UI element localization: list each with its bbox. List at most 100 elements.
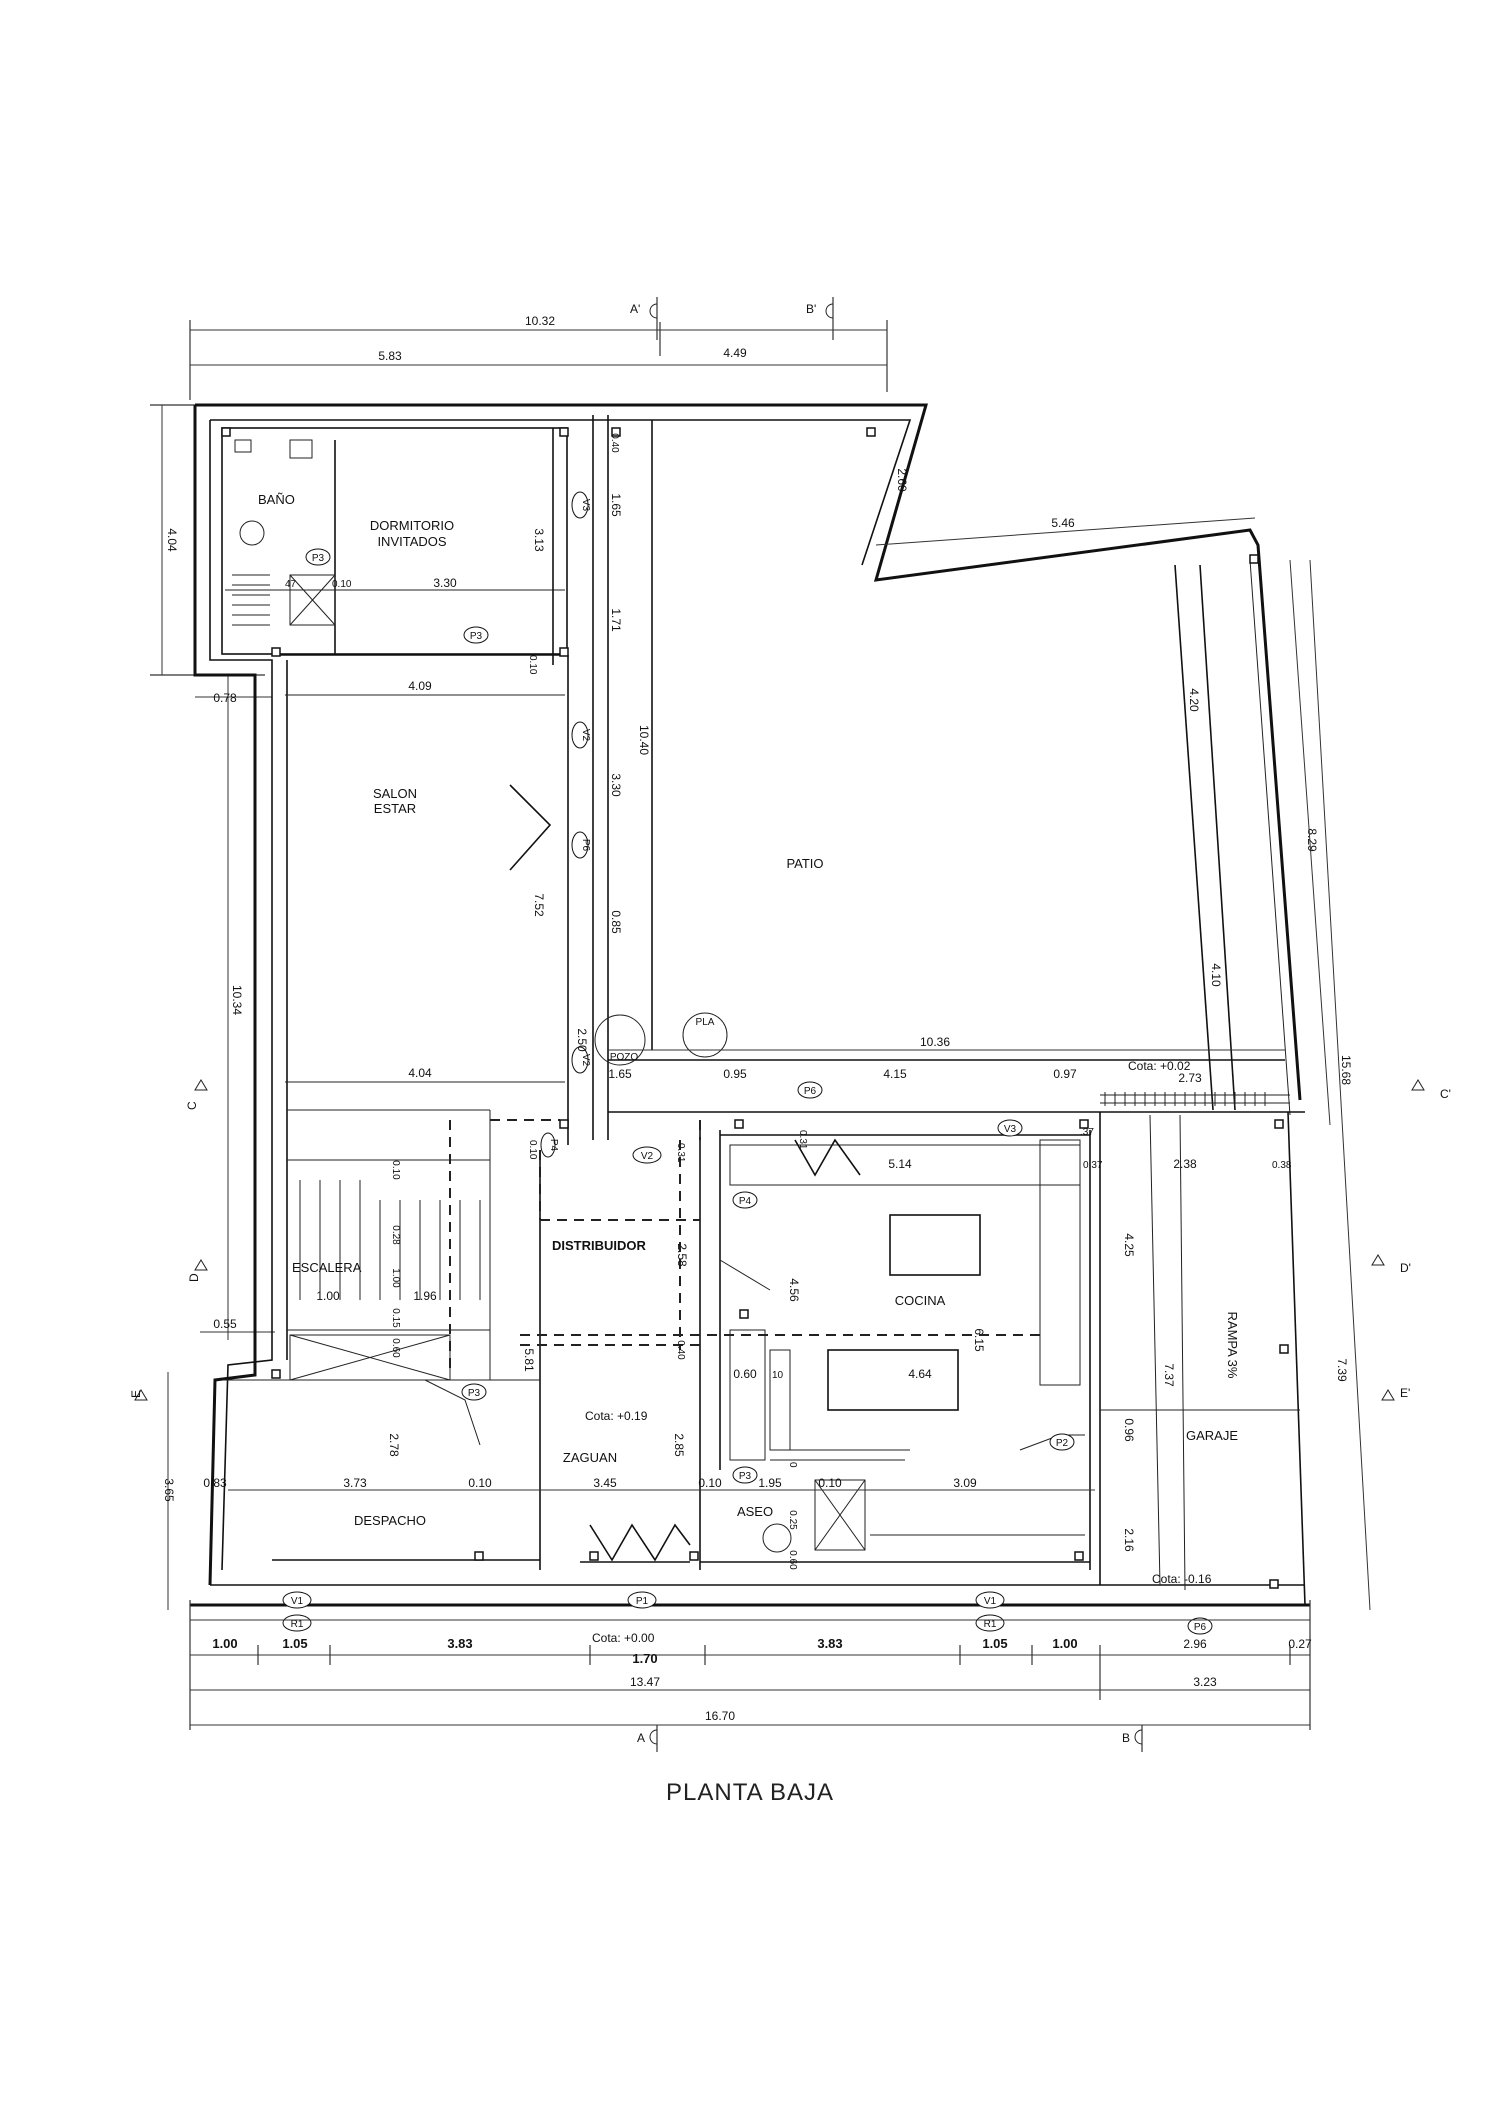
dim-left-upper: 4.04 [165,528,179,552]
dim-top-right: 4.49 [723,346,747,360]
room-bano: BAÑO [258,492,295,507]
dim-aseo-030: 0 [787,1462,798,1468]
dim-esc-028: 0.28 [390,1225,401,1245]
dim-desp-278: 2.78 [387,1433,401,1457]
tag-p6-patio: P6 [804,1086,817,1097]
section-c-left: C [185,1101,199,1110]
tag-v1-right: V1 [984,1596,997,1607]
dim-aseo-010: 0.10 [818,1476,842,1490]
section-e-left: E [129,1390,143,1398]
level-street: Cota: +0.00 [592,1631,655,1645]
label-pla: PLA [696,1017,715,1028]
room-garaje: GARAJE [1186,1428,1238,1443]
dim-zag-285: 2.85 [672,1433,686,1457]
dim-esc-010: 0.10 [390,1160,401,1180]
tag-v2-salon: V2 [580,729,591,742]
room-dormitorio-1: DORMITORIO [370,518,454,533]
dim-coc-464: 4.64 [908,1367,932,1381]
columns [221,427,1289,1589]
dim-coc-037b: .37 [1080,1127,1094,1138]
section-marks: A' B' A B C C' D D' E E' [129,297,1451,1752]
dim-coc-309: 3.09 [953,1476,977,1490]
level-garaje: Cota: -0.16 [1152,1572,1212,1586]
tag-p3-despacho: P3 [468,1388,481,1399]
dim-gar-737: 7.37 [1162,1363,1176,1387]
building-outline [190,403,1310,1607]
tag-p4-cocina: P4 [739,1196,752,1207]
dim-aseo-025: 0.25 [787,1510,798,1530]
dim-p-031: 0.31 [797,1130,808,1150]
dim-esc-060: 0.60 [390,1338,401,1358]
dim-v-171: 1.71 [609,608,623,632]
left-dimensions: 4.04 0.78 10.34 0.55 3.65 [150,404,275,1610]
dim-dist-581: 5.81 [522,1348,536,1372]
dim-gar-216: 2.16 [1122,1528,1136,1552]
tag-v2-lower: V2 [580,1054,591,1067]
tag-v3-cocina: V3 [1004,1124,1017,1135]
dim-patio-415: 4.15 [883,1067,907,1081]
dim-esc-010b: 0.10 [527,1140,538,1160]
dim-gar-096: 0.96 [1122,1418,1136,1442]
dim-dorm-width: 3.30 [433,576,457,590]
dim-left-main: 10.34 [230,985,244,1015]
dim-gar-425: 4.25 [1122,1233,1136,1257]
dim-bot-323: 3.23 [1193,1675,1217,1689]
dim-esc-196: 1.96 [413,1289,437,1303]
tag-v2-dist: V2 [641,1151,654,1162]
dim-right-829: 8.29 [1305,828,1319,852]
dim-zag-010: 0.10 [698,1476,722,1490]
bottom-dimensions: 1.00 1.05 3.83 1.70 3.83 1.05 1.00 2.96 … [189,1600,1312,1730]
dim-v-085: 0.85 [609,910,623,934]
dim-desp-373: 3.73 [343,1476,367,1490]
dim-desp-010: 0.10 [468,1476,492,1490]
level-patio: Cota: +0.02 [1128,1059,1191,1073]
dim-right-420: 4.20 [1187,688,1201,712]
tag-p3-dorm: P3 [470,631,483,642]
room-cocina: COCINA [895,1293,946,1308]
internal-dimensions: 2.60 5.46 4.20 4.10 8.29 15.68 7.39 3.30… [203,433,1371,1611]
dim-zag-345: 3.45 [593,1476,617,1490]
dim-pla-095: 0.95 [723,1067,747,1081]
dim-desp-083: 0.83 [203,1476,227,1490]
dim-v-1040: 10.40 [637,725,651,755]
dim-top-left: 5.83 [378,349,402,363]
room-distribuidor: DISTRIBUIDOR [552,1238,647,1253]
section-b-top: B' [806,302,816,316]
dim-v-040: 0.40 [609,433,620,453]
dim-bot-383a: 3.83 [447,1636,472,1651]
top-dimensions: 10.32 5.83 4.49 [189,314,888,400]
dim-v-165: 1.65 [609,493,623,517]
levels: Cota: +0.02 Cota: +0.19 Cota: +0.00 Cota… [585,1059,1212,1645]
dim-right-410: 4.10 [1209,963,1223,987]
label-pozo: POZO [610,1052,639,1063]
dim-coc-238: 2.38 [1173,1157,1197,1171]
dim-upper-260: 2.60 [895,468,909,492]
room-zaguan: ZAGUAN [563,1450,617,1465]
room-labels: BAÑO DORMITORIO INVITADOS SALON ESTAR PA… [258,492,1240,1528]
tag-p6-garaje: P6 [1194,1622,1207,1633]
dim-aseo-195: 1.95 [758,1476,782,1490]
dim-left-055: 0.55 [213,1317,237,1331]
section-d-right: D' [1400,1261,1411,1275]
dim-esc-100a: 1.00 [316,1289,340,1303]
dim-bot-100a: 1.00 [212,1636,237,1651]
dim-coc-010: 10 [772,1370,784,1381]
tags: P3 P3 V3 V2 P6 V2 P4 V2 P6 V3 P4 P3 P3 P… [282,491,1213,1635]
dim-dist-040: 0.40 [675,1340,686,1360]
room-escalera: ESCALERA [292,1260,362,1275]
dim-left-365: 3.65 [162,1478,176,1502]
dim-dist-258: 2.58 [675,1243,689,1267]
dim-salon-height: 7.52 [532,893,546,917]
dim-aseo-060: 0.60 [787,1550,798,1570]
dim-v-330: 3.30 [609,773,623,797]
section-a-bottom: A [637,1731,645,1745]
room-rampa: RAMPA 3% [1225,1312,1240,1379]
section-d-left: D [187,1273,201,1282]
dim-bot-383b: 3.83 [817,1636,842,1651]
dim-coc-514: 5.14 [888,1157,912,1171]
dim-bot-170: 1.70 [632,1651,657,1666]
dim-coc-060: 0.60 [733,1367,757,1381]
tag-p3-aseo: P3 [739,1471,752,1482]
ramp-hatch [1100,1092,1290,1106]
